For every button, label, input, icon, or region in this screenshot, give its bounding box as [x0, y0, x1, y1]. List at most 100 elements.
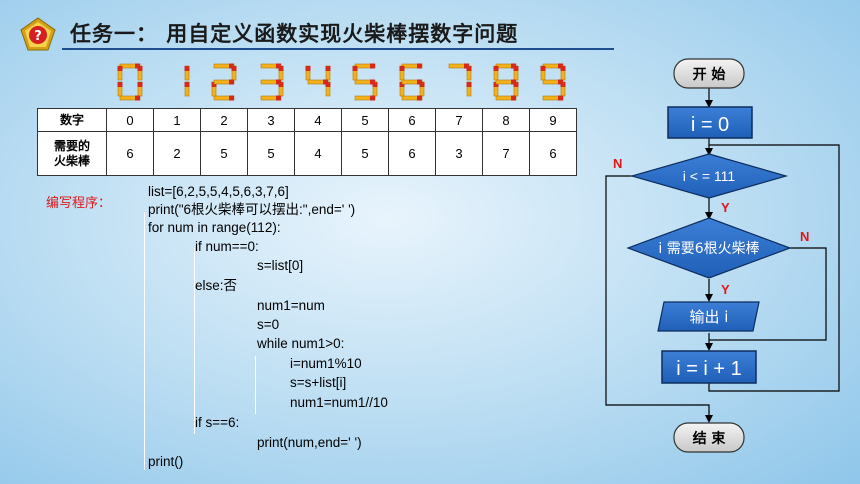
table-cell: 6: [388, 108, 436, 132]
code-line: num1=num1//10: [290, 395, 388, 410]
code-line: print(num,end=' '): [257, 435, 362, 450]
matchstick-head: [417, 95, 422, 101]
matchstick-head: [117, 66, 123, 71]
matchstick-head: [276, 79, 281, 85]
table-cell: 5: [341, 108, 389, 132]
table-header-count: 需要的火柴棒: [37, 131, 107, 176]
code-line: if s==6:: [195, 415, 240, 430]
matchstick-head: [511, 95, 516, 101]
matchstick-digit-9: [540, 63, 566, 101]
matchstick-head: [117, 82, 123, 87]
flow-init-label: i = 0: [691, 114, 729, 136]
matchstick-head: [370, 63, 375, 69]
matchstick-head: [493, 66, 499, 71]
table-cell: 5: [200, 131, 248, 176]
table-row-counts: 需要的火柴棒 6 2 5 5 4 5 6 3 7 6: [37, 131, 577, 176]
flow-start-node: 开 始: [673, 58, 745, 89]
table-row-digits: 数字 0 1 2 3 4 5 6 7 8 9: [37, 108, 577, 132]
flow-no-label: N: [800, 229, 809, 244]
matchstick-digit-8: [493, 63, 519, 101]
table-cell: 0: [106, 108, 154, 132]
code-line: s=list[0]: [257, 258, 304, 273]
indent-guide: [255, 356, 256, 414]
matchstick-head: [352, 66, 358, 71]
matchstick-digit-7: [448, 63, 472, 97]
code-line: print(): [148, 454, 184, 469]
matchstick-head: [558, 79, 563, 85]
table-cell: 1: [153, 108, 201, 132]
matchstick-digit-6: [399, 63, 425, 101]
matchstick-head: [135, 95, 140, 101]
matchstick-head: [323, 79, 328, 85]
matchstick-head: [558, 95, 563, 101]
flow-end-node: 结 束: [673, 422, 745, 453]
flow-condition-check: i 需要6根火柴棒: [626, 217, 792, 279]
page-title: 任务一： 用自定义函数实现火柴棒摆数字问题: [70, 22, 519, 46]
matchstick-head: [184, 66, 190, 71]
flow-init-node: i = 0: [667, 106, 753, 139]
matchstick-digit-5: [352, 63, 378, 101]
code-line: num1=num: [257, 298, 325, 313]
matchstick-head: [466, 66, 472, 71]
matchstick-head: [399, 82, 405, 87]
flow-no-label: N: [613, 156, 622, 171]
code-line: s=s+list[i]: [290, 375, 347, 390]
flow-end-label: 结 束: [693, 430, 727, 447]
table-cell: 4: [294, 131, 342, 176]
matchstick-head: [560, 66, 566, 71]
table-cell: 9: [529, 108, 577, 132]
code-line: while num1>0:: [257, 336, 345, 351]
table-cell: 6: [529, 131, 577, 176]
code-line: if num==0:: [195, 239, 259, 254]
matchstick-head: [305, 66, 311, 71]
table-cell: 4: [294, 108, 342, 132]
matchstick-digit-2: [211, 63, 237, 101]
indent-guide: [194, 248, 195, 434]
flow-output-node: 输出 i: [657, 301, 760, 332]
matchstick-head: [493, 82, 499, 87]
matchstick-head: [511, 79, 516, 85]
code-label: 编写程序：: [46, 196, 112, 211]
code-line: i=num1%10: [290, 356, 362, 371]
matchstick-head: [211, 82, 217, 87]
code-line: s=0: [257, 317, 280, 332]
matchstick-digit-3: [260, 63, 284, 101]
matchstick-head: [137, 82, 143, 87]
matchstick-digit-4: [305, 65, 331, 97]
matchstick-head: [466, 82, 472, 87]
matchstick-head: [276, 95, 281, 101]
flow-condition-check-label: i 需要6根火柴棒: [658, 241, 759, 257]
matchstick-count-table: 数字 0 1 2 3 4 5 6 7 8 9 需要的火柴棒 6 2 5 5 4 …: [37, 108, 577, 176]
table-cell: 3: [435, 131, 483, 176]
matchstick-head: [229, 79, 234, 85]
table-cell: 5: [341, 131, 389, 176]
matchstick-head: [540, 66, 546, 71]
matchstick-head: [370, 95, 375, 101]
table-cell: 6: [106, 131, 154, 176]
code-line: print("6根火柴棒可以摆出:",end=' '): [148, 202, 356, 217]
title-underline: [62, 48, 614, 50]
table-cell: 5: [247, 131, 295, 176]
flow-connectors: [605, 88, 840, 423]
table-cell: 7: [482, 131, 530, 176]
table-cell: 8: [482, 108, 530, 132]
matchstick-digits-banner: [117, 63, 566, 101]
matchstick-head: [231, 66, 237, 71]
table-header-digit: 数字: [37, 108, 107, 132]
flow-increment-node: i = i + 1: [661, 350, 757, 384]
matchstick-head: [370, 79, 375, 85]
matchstick-head: [278, 66, 284, 71]
flow-condition-loop: i < = 111: [629, 153, 789, 199]
matchstick-head: [229, 95, 234, 101]
matchstick-head: [513, 66, 519, 71]
flowchart: 开 始 i = 0 i < = 111 i 需要6根火柴棒 输出 i i = i…: [605, 58, 840, 453]
question-mark-pentagon-icon: ?: [20, 17, 56, 51]
matchstick-head: [417, 79, 422, 85]
table-cell: 3: [247, 108, 295, 132]
matchstick-head: [325, 66, 331, 71]
indent-guide: [144, 212, 145, 470]
matchstick-digit-0: [117, 63, 143, 101]
code-line: list=[6,2,5,5,4,5,6,3,7,6]: [148, 184, 289, 199]
code-line: else:否: [195, 278, 238, 293]
header-line: 需要的: [53, 138, 90, 153]
